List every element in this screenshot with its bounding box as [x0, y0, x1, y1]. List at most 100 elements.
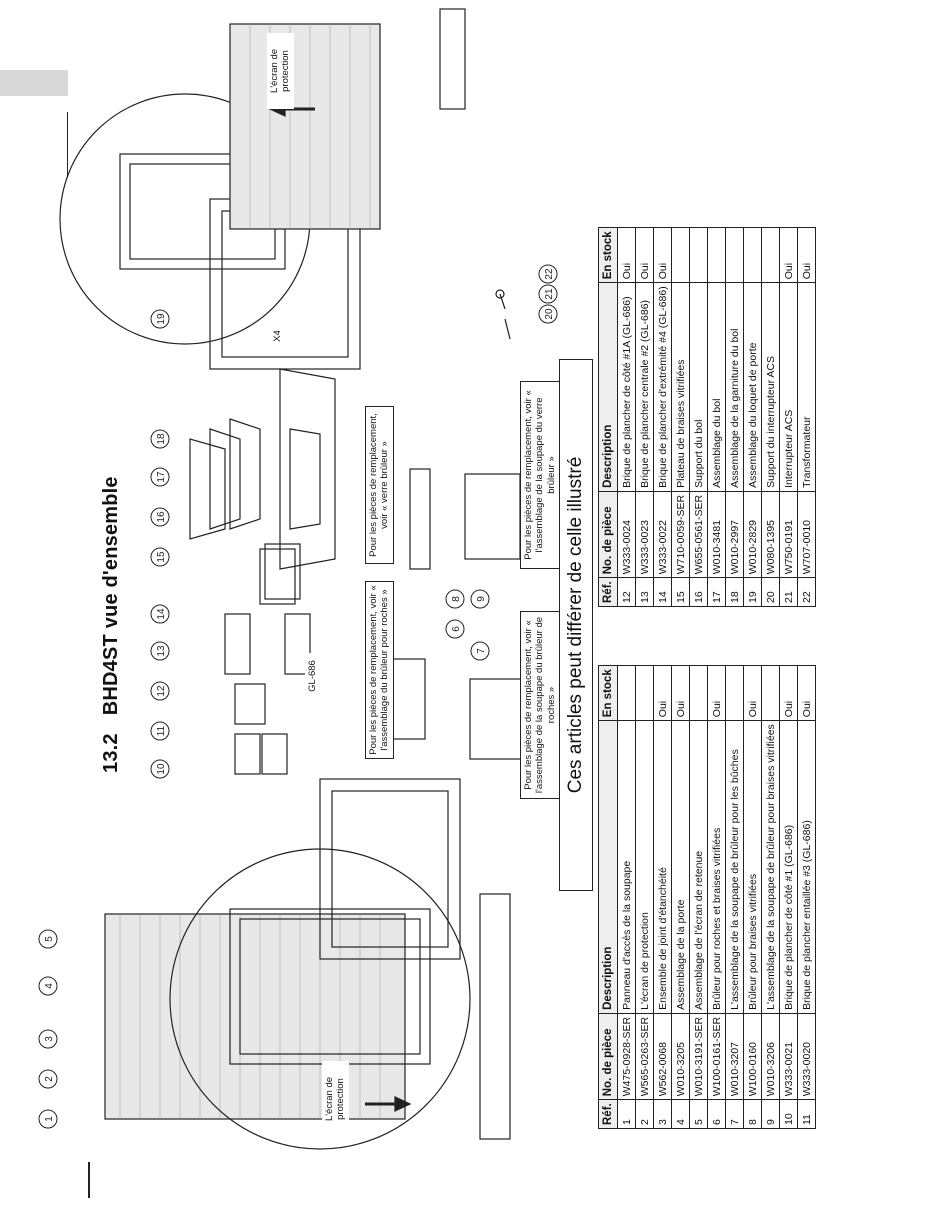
- cell-ref: 3: [653, 1099, 672, 1129]
- cell-part: W010-2997: [725, 491, 744, 578]
- col-stock: En stock: [598, 227, 618, 283]
- svg-text:5: 5: [44, 936, 55, 942]
- callout-6: 6: [445, 619, 465, 639]
- callout-3: 3: [38, 1029, 58, 1049]
- cell-part: W010-2829: [743, 491, 762, 578]
- svg-text:15: 15: [156, 551, 167, 563]
- svg-text:22: 22: [544, 268, 555, 280]
- callout-13: 13: [150, 641, 170, 661]
- cell-part: W333-0020: [797, 1013, 816, 1100]
- cell-stock: [725, 227, 744, 283]
- callout-2: 2: [38, 1069, 58, 1089]
- page-tab: [0, 70, 68, 96]
- callout-12: 12: [150, 681, 170, 701]
- callout-10: 10: [150, 759, 170, 779]
- svg-text:21: 21: [544, 288, 555, 300]
- cell-stock: Oui: [779, 227, 798, 283]
- cell-desc: Plateau de braises vitrifiées: [671, 282, 690, 492]
- cell-stock: Oui: [797, 227, 816, 283]
- cell-part: W333-0022: [653, 491, 672, 578]
- cell-part: W655-0561-SER: [689, 491, 708, 578]
- cell-part: W565-0263-SER: [635, 1013, 654, 1100]
- cell-desc: L'écran de protection: [635, 720, 654, 1014]
- parts-table-right: Réf. No. de pièce Description En stock 1…: [598, 227, 816, 607]
- cell-desc: Brique de plancher de côté #1A (GL-686): [617, 282, 636, 492]
- svg-text:6: 6: [451, 626, 462, 632]
- cell-stock: Oui: [635, 227, 654, 283]
- right-screen-panel: [229, 23, 381, 230]
- label-gl686: GL-686: [305, 653, 321, 699]
- cell-stock: [725, 665, 744, 721]
- col-stock: En stock: [598, 665, 618, 721]
- callout-8: 8: [445, 589, 465, 609]
- callout-17: 17: [150, 467, 170, 487]
- callout-9: 9: [470, 589, 490, 609]
- cell-ref: 6: [707, 1099, 726, 1129]
- callout-4: 4: [38, 976, 58, 996]
- cell-stock: Oui: [797, 665, 816, 721]
- callout-22: 22: [538, 264, 558, 284]
- cell-stock: Oui: [707, 665, 726, 721]
- callout-11: 11: [150, 721, 170, 741]
- cell-ref: 2: [635, 1099, 654, 1129]
- callout-16: 16: [150, 507, 170, 527]
- cell-stock: Oui: [743, 665, 762, 721]
- cell-desc: Assemblage de la porte: [671, 720, 690, 1014]
- label-x4: X4: [270, 323, 286, 349]
- left-glass-door: [319, 778, 461, 960]
- cell-stock: Oui: [617, 227, 636, 283]
- margin-rule-top: [67, 112, 68, 178]
- brick-group: [224, 543, 311, 775]
- cell-desc: Assemblage de la garniture du bol: [725, 282, 744, 492]
- cell-desc: Brique de plancher entaillée #3 (GL-686): [797, 720, 816, 1014]
- cell-part: W333-0021: [779, 1013, 798, 1100]
- cell-part: W562-0068: [653, 1013, 672, 1100]
- left-screen-panel: [104, 893, 511, 1140]
- cell-ref: 5: [689, 1099, 708, 1129]
- exploded-view-diagram: 1 2 3 4 5 10 11 12 13 14 6 7 8 9 15 16 1…: [38, 8, 558, 1150]
- cell-part: W333-0023: [635, 491, 654, 578]
- col-desc: Description: [598, 720, 618, 1014]
- cell-ref: 1: [617, 1099, 636, 1129]
- cell-ref: 7: [725, 1099, 744, 1129]
- glass-burner: [409, 468, 431, 570]
- cell-part: W010-3207: [725, 1013, 744, 1100]
- cell-stock: [761, 665, 780, 721]
- label-screen-left: L'écran de protection: [322, 1061, 349, 1137]
- svg-text:3: 3: [44, 1036, 55, 1042]
- cell-ref: 21: [779, 577, 798, 607]
- cell-part: W707-0010: [797, 491, 816, 578]
- cell-ref: 12: [617, 577, 636, 607]
- cell-stock: Oui: [779, 665, 798, 721]
- cell-part: W710-0059-SER: [671, 491, 690, 578]
- col-part: No. de pièce: [598, 491, 618, 578]
- cell-desc: Ensemble de joint d'étanchéité: [653, 720, 672, 1014]
- svg-text:12: 12: [156, 685, 167, 697]
- col-ref: Réf.: [598, 577, 618, 607]
- cell-stock: [617, 665, 636, 721]
- note-rock-burner: Pour les pièces de remplacement, voir « …: [365, 581, 394, 759]
- callout-1: 1: [38, 1109, 58, 1129]
- margin-rule-bottom: [88, 1162, 90, 1198]
- cell-stock: [671, 227, 690, 283]
- svg-text:1: 1: [44, 1116, 55, 1122]
- cell-desc: Brique de plancher de côté #1 (GL-686): [779, 720, 798, 1014]
- svg-text:2: 2: [44, 1076, 55, 1082]
- cell-ref: 20: [761, 577, 780, 607]
- cell-ref: 10: [779, 1099, 798, 1129]
- callout-21: 21: [538, 284, 558, 304]
